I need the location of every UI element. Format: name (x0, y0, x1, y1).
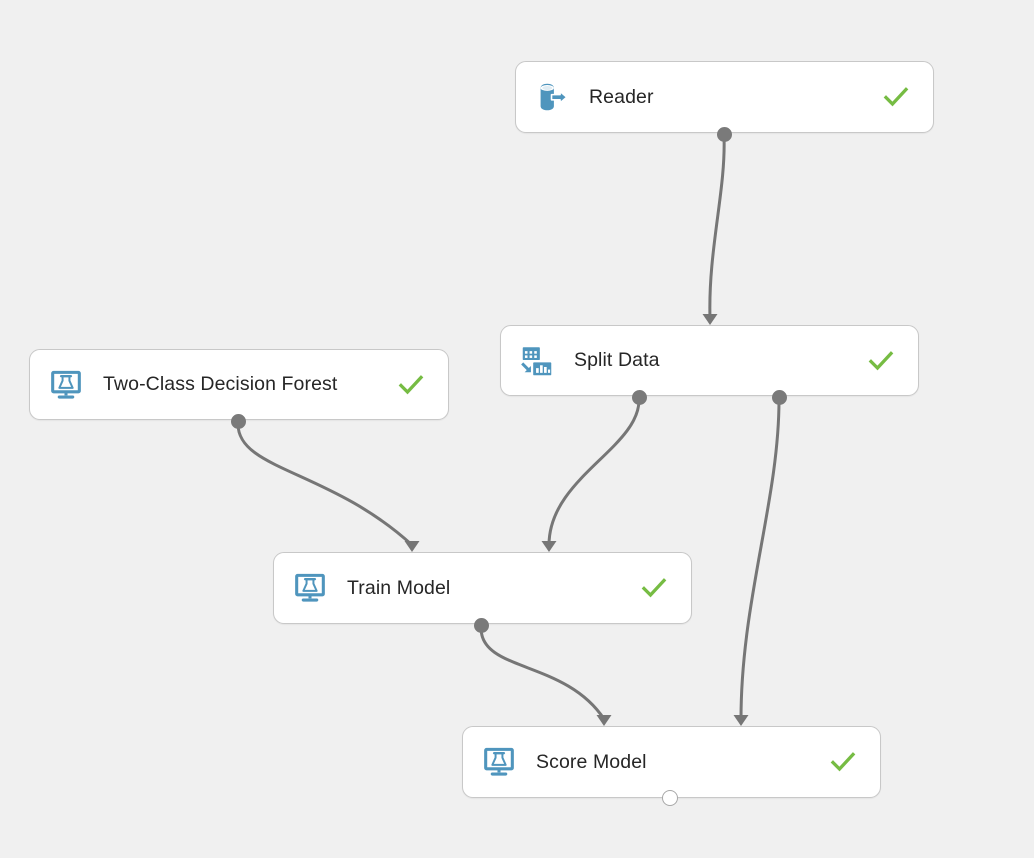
node-label: Train Model (347, 576, 451, 599)
connector-train-model-to-score-model[interactable] (479, 626, 606, 721)
arrowhead-train-model-in-1 (404, 541, 420, 552)
status-check-icon (822, 742, 864, 782)
arrowhead-train-model-in-2 (541, 541, 557, 552)
node-train-model[interactable]: Train Model (273, 552, 692, 624)
node-label: Two-Class Decision Forest (103, 373, 338, 395)
port-train-model-out-1[interactable] (473, 617, 489, 633)
node-reader[interactable]: Reader (515, 61, 934, 133)
node-label: Split Data (574, 349, 660, 371)
connector-split-data-to-train-model[interactable] (547, 398, 641, 547)
connector-split-data-to-score-model[interactable] (739, 398, 781, 721)
arrowhead-split-data-in-1 (702, 314, 718, 325)
arrowhead-score-model-in-1 (596, 715, 612, 726)
node-score-model[interactable]: Score Model (462, 726, 881, 798)
arrowhead-score-model-in-2 (733, 715, 749, 726)
status-check-icon (390, 365, 432, 405)
node-label: Score Model (536, 750, 647, 773)
port-score-model-out-1[interactable] (662, 790, 678, 806)
monitor-flask-icon (479, 742, 519, 782)
port-reader-out-1[interactable] (716, 126, 732, 142)
port-split-data-out-2[interactable] (771, 389, 787, 405)
table-split-chart-icon (517, 341, 557, 381)
monitor-flask-icon (46, 365, 86, 405)
status-check-icon (633, 568, 675, 608)
monitor-flask-icon (290, 568, 330, 608)
node-two-class-decision-forest[interactable]: Two-Class Decision Forest (29, 349, 449, 420)
port-two-class-decision-forest-out-1[interactable] (230, 413, 246, 429)
node-label: Reader (589, 85, 654, 108)
database-export-icon (532, 77, 572, 117)
connector-forest-to-train-model[interactable] (236, 422, 414, 547)
node-split-data[interactable]: Split Data (500, 325, 919, 396)
connector-reader-to-split-data[interactable] (708, 134, 726, 320)
edges-group (236, 134, 781, 721)
status-check-icon (860, 341, 902, 381)
status-check-icon (875, 77, 917, 117)
port-split-data-out-1[interactable] (631, 389, 647, 405)
